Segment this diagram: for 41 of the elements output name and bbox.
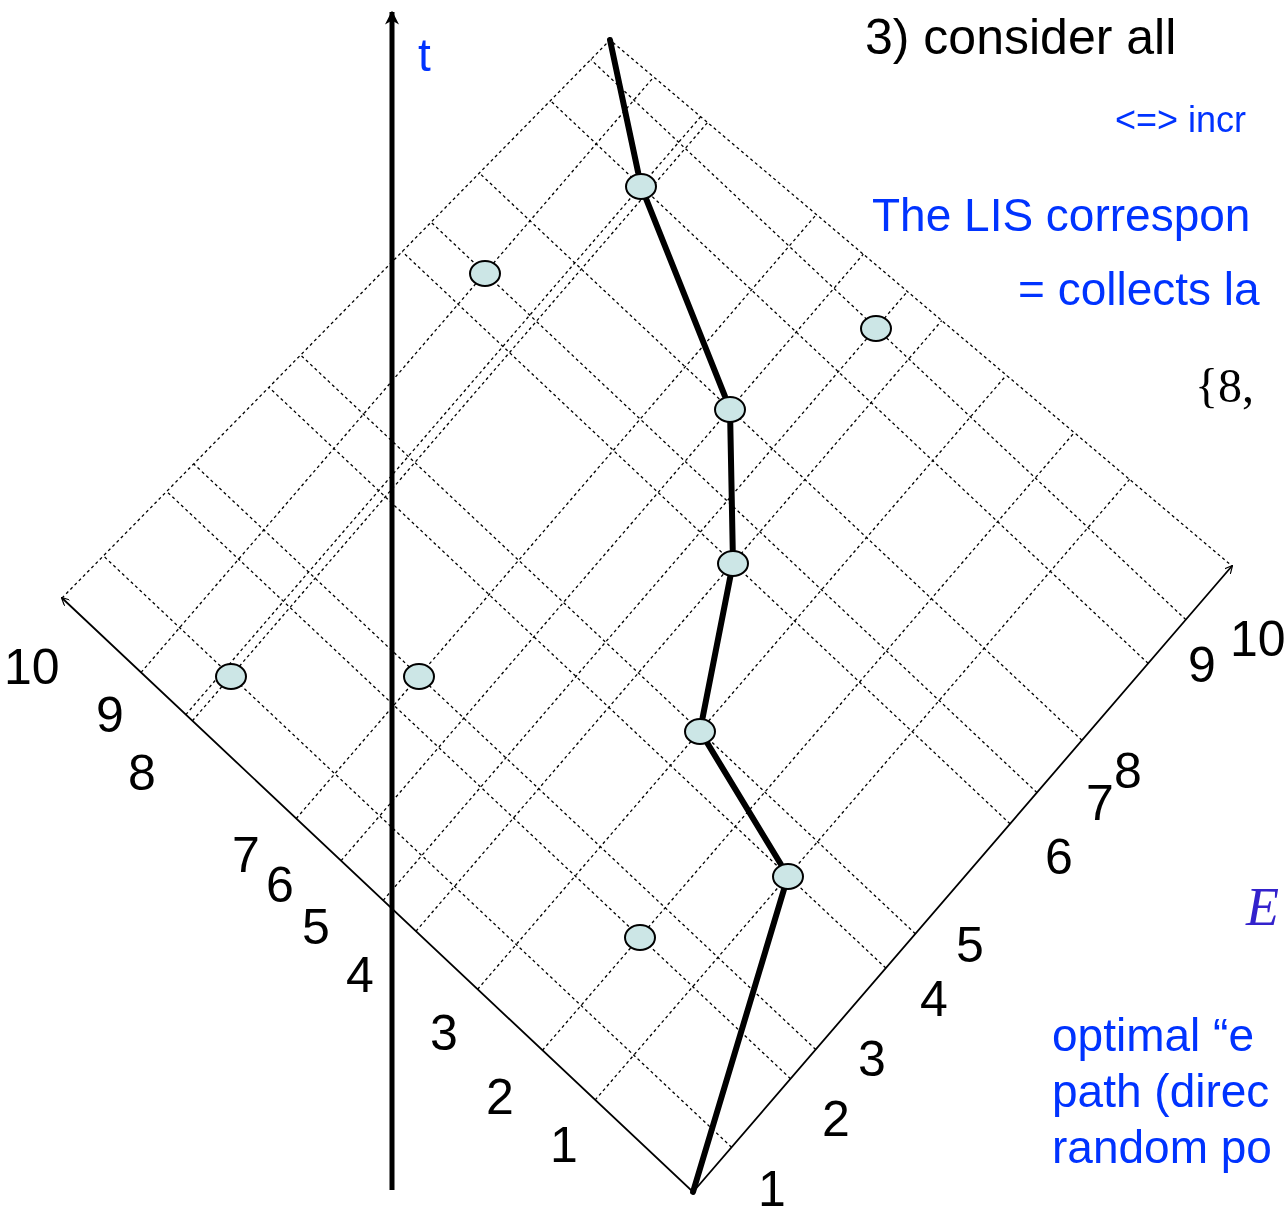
path-line	[607, 37, 642, 176]
tick-label: 9	[96, 690, 124, 740]
data-point	[469, 259, 501, 287]
tick-label: 3	[858, 1034, 886, 1084]
data-point	[717, 549, 749, 577]
tick-label: 7	[232, 830, 260, 880]
tick-label: 2	[486, 1072, 514, 1122]
data-point	[625, 172, 657, 200]
tick-label: 6	[1045, 832, 1073, 882]
tick-label: 4	[346, 950, 374, 1000]
tick-label: 5	[956, 920, 984, 970]
formula-text: E	[1246, 880, 1279, 934]
tick-label: 7	[1086, 778, 1114, 828]
data-point	[624, 923, 656, 951]
tick-label: 1	[550, 1120, 578, 1170]
tick-label: 6	[266, 860, 294, 910]
data-point	[772, 862, 804, 890]
path-line	[643, 195, 728, 400]
data-point	[860, 314, 892, 342]
note-text: = collects la	[1018, 266, 1260, 312]
path-line	[704, 740, 784, 867]
tick-label: 8	[128, 748, 156, 798]
formula-text: {8,	[1195, 362, 1255, 410]
path-line	[699, 573, 734, 721]
heading-text: 3) consider all	[865, 12, 1177, 62]
note-text: <=> incr	[1115, 102, 1247, 138]
data-point	[403, 662, 435, 690]
tick-label: 9	[1188, 640, 1216, 690]
data-point	[215, 662, 247, 690]
tick-label: 3	[430, 1008, 458, 1058]
data-point	[714, 395, 746, 423]
tick-label: 1	[758, 1164, 786, 1210]
tick-label: 4	[920, 974, 948, 1024]
tick-label: 10	[1230, 614, 1286, 664]
axis-label: t	[418, 32, 431, 78]
tick-label: 8	[1114, 746, 1142, 796]
tick-label: 2	[822, 1094, 850, 1144]
data-point	[684, 717, 716, 745]
path-line	[690, 886, 788, 1195]
tick-label: 10	[4, 642, 60, 692]
tick-label: 5	[302, 902, 330, 952]
